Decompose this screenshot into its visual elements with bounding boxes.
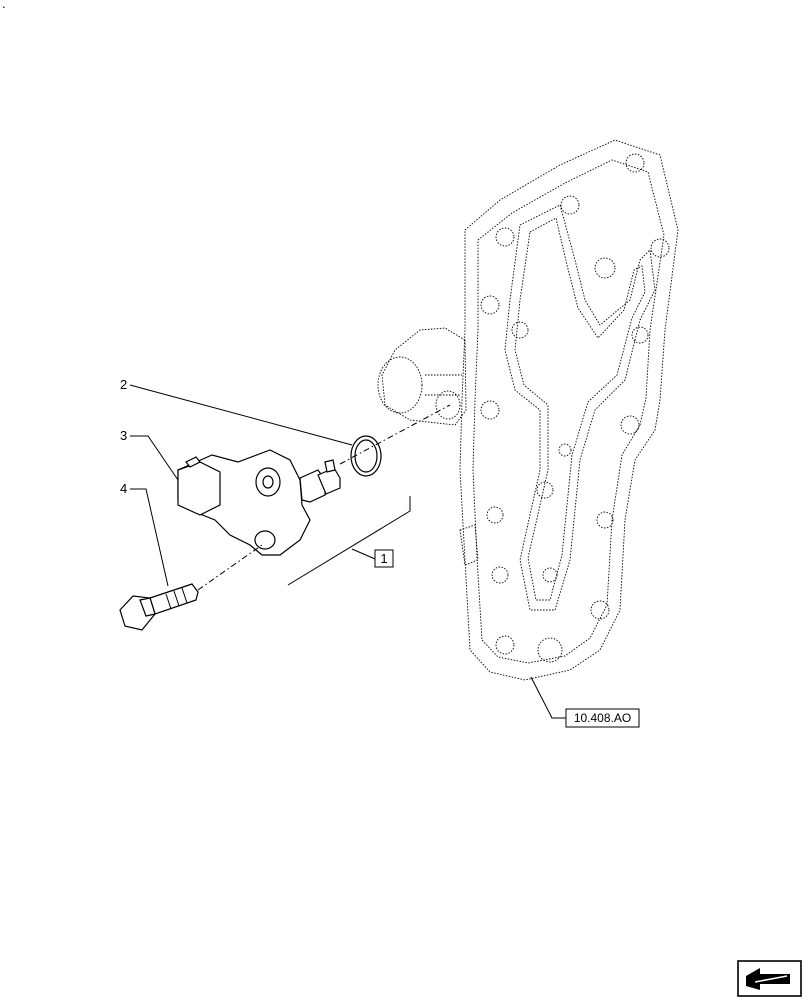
callout-4: 4 xyxy=(120,481,127,496)
callout-1: 1 xyxy=(380,551,387,566)
leader-2 xyxy=(129,384,353,446)
flange-bolt xyxy=(119,583,199,631)
leader-4 xyxy=(130,488,169,587)
sensor-axis-line xyxy=(339,404,451,465)
next-page-arrow-icon[interactable] xyxy=(737,960,802,997)
corner-mark: . xyxy=(2,0,6,11)
callout-1-box: 1 xyxy=(374,549,394,568)
reference-box[interactable]: 10.408.AO xyxy=(565,708,640,728)
leader-1 xyxy=(351,548,376,560)
pressure-sensor xyxy=(177,449,341,556)
callout-3: 3 xyxy=(120,428,127,443)
o-ring xyxy=(350,435,382,477)
reference-label: 10.408.AO xyxy=(574,711,631,725)
valve-housing xyxy=(377,139,679,681)
callout-2: 2 xyxy=(120,377,127,392)
group-bracket xyxy=(287,496,411,586)
leader-3 xyxy=(130,435,179,481)
bolt-axis-line xyxy=(197,544,263,591)
leader-ref xyxy=(530,676,566,719)
